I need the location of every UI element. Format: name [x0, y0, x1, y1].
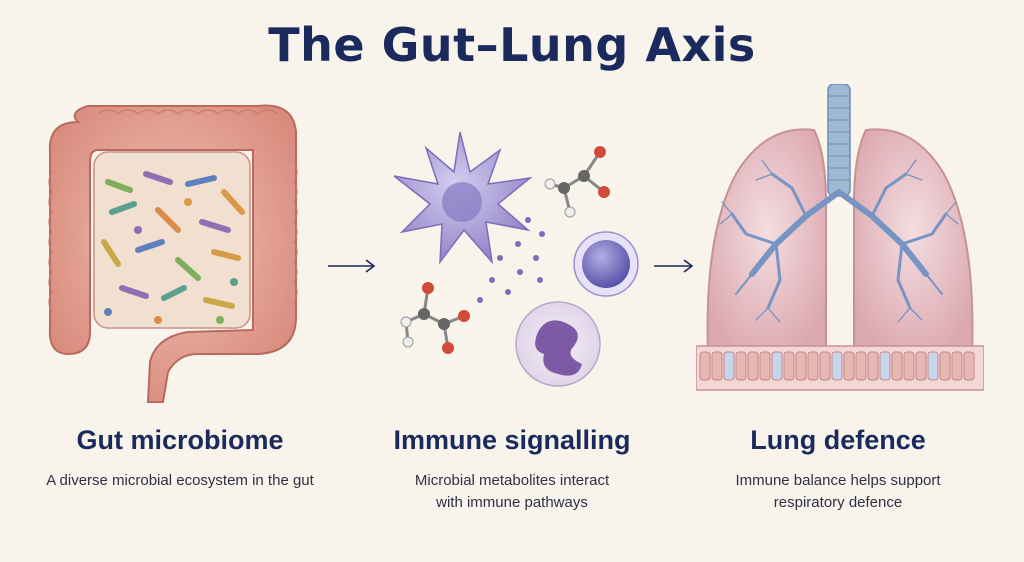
panel-description-immune: Microbial metabolites interact with immu… [352, 470, 672, 514]
panel-description-lung: Immune balance helps support respiratory… [678, 470, 998, 514]
neutrophil-icon [515, 301, 601, 387]
panel-description-gut-text: A diverse microbial ecosystem in the gut [46, 472, 314, 489]
page-title: The Gut–Lung Axis [268, 18, 756, 72]
metabolite-molecule-icon-2 [400, 282, 470, 354]
arrow-right-icon [654, 259, 694, 273]
panel-description-immune-line2: with immune pathways [436, 494, 588, 511]
intestine-illustration [48, 104, 298, 403]
panel-description-lung-line2: respiratory defence [773, 494, 903, 511]
arrow-right-icon [328, 259, 376, 273]
panel-heading-gut: Gut microbiome [76, 425, 284, 455]
panel-heading-lung: Lung defence [750, 425, 926, 455]
panel-description-immune-line1: Microbial metabolites interact [414, 472, 610, 489]
lymphocyte-icon [573, 231, 639, 297]
panel-heading-immune: Immune signalling [393, 425, 631, 455]
dendritic-cell-icon [393, 131, 533, 265]
lungs-illustration [696, 84, 984, 391]
metabolite-molecule-icon [544, 146, 610, 218]
panel-description-gut: A diverse microbial ecosystem in the gut [20, 470, 340, 492]
panel-description-lung-line1: Immune balance helps support [735, 472, 941, 489]
immune-cells-illustration [393, 131, 639, 387]
